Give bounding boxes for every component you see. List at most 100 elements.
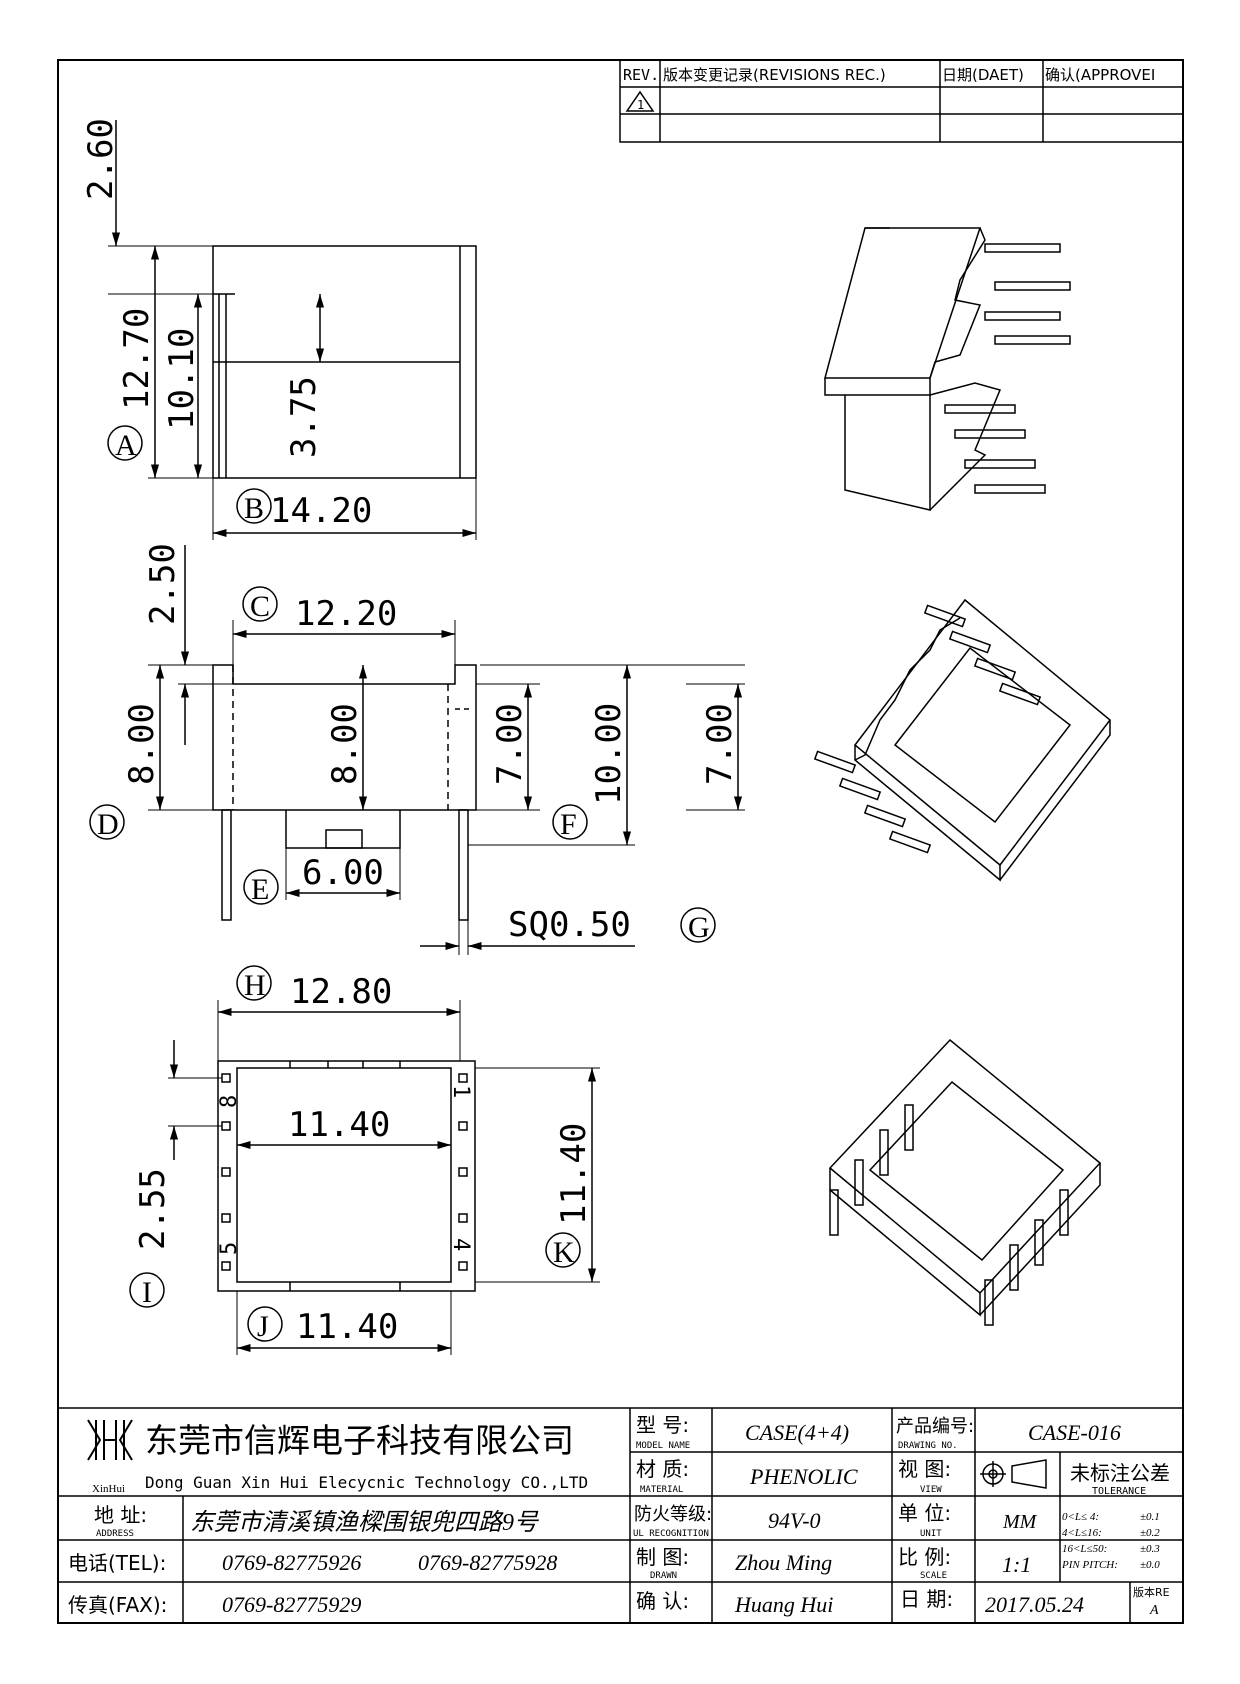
- label-k: K: [553, 1236, 575, 1269]
- dim-10-00: 10.00: [589, 703, 629, 805]
- isometric-view-bottom: [828, 1038, 1102, 1326]
- front-view: [108, 120, 477, 540]
- scale-label-en: SCALE: [920, 1571, 947, 1581]
- dim-8-00-left: 8.00: [122, 703, 162, 785]
- label-j: J: [257, 1310, 269, 1343]
- drawn-label: 制 图:: [636, 1545, 689, 1569]
- pin-5-label: 5: [217, 1242, 242, 1255]
- tolerance-label-en: TOLERANCE: [1092, 1486, 1146, 1497]
- label-g: G: [688, 911, 710, 944]
- tolerance-label: 未标注公差: [1070, 1461, 1170, 1485]
- dim-11-40-inner: 11.40: [288, 1105, 390, 1145]
- unit-value: MM: [1002, 1511, 1038, 1533]
- label-b: B: [244, 492, 264, 525]
- label-e-icon: E: [243, 869, 279, 906]
- dim-12-70: 12.70: [117, 308, 157, 410]
- label-i: I: [142, 1276, 152, 1309]
- tol-value-3: ±0.0: [1140, 1559, 1160, 1571]
- revision-block: [619, 59, 1184, 143]
- material-label-en: MATERIAL: [640, 1485, 683, 1495]
- tol-range-1: 4<L≤16:: [1062, 1527, 1102, 1539]
- dim-11-40-right: 11.40: [554, 1123, 594, 1225]
- pin-1-label: 1: [448, 1085, 473, 1098]
- version-label: 版本RE: [1133, 1585, 1170, 1599]
- approve-header: 确认(APPROVEI: [1045, 66, 1155, 84]
- tel-1: 0769-82775926: [222, 1550, 361, 1575]
- dim-11-40-bottom: 11.40: [296, 1307, 398, 1347]
- company-name-cn: 东莞市信辉电子科技有限公司: [145, 1421, 574, 1460]
- label-a-icon: A: [107, 425, 143, 462]
- title-block: [58, 1407, 1183, 1623]
- drawn-label-en: DRAWN: [650, 1571, 677, 1581]
- company-name-en: Dong Guan Xin Hui Elecycnic Technology C…: [145, 1473, 588, 1492]
- label-h: H: [244, 969, 266, 1002]
- date-value: 2017.05.24: [985, 1592, 1084, 1617]
- dim-12-80: 12.80: [290, 972, 392, 1012]
- dim-2-60: 2.60: [81, 118, 121, 200]
- label-c-icon: C: [242, 586, 278, 623]
- isometric-view-middle: [813, 598, 1112, 882]
- view-label-en: VIEW: [920, 1485, 942, 1495]
- material-label: 材 质:: [636, 1457, 689, 1481]
- label-c: C: [250, 590, 270, 623]
- dim-sq0-50: SQ0.50: [508, 905, 631, 945]
- revision-record-header: 版本变更记录(REVISIONS REC.): [663, 66, 886, 84]
- check-value: Huang Hui: [734, 1592, 833, 1617]
- label-i-icon: I: [129, 1272, 165, 1309]
- tol-range-3: PIN PITCH:: [1061, 1559, 1118, 1571]
- label-b-icon: B: [236, 488, 272, 525]
- label-d-icon: D: [89, 804, 125, 841]
- version-value: A: [1149, 1603, 1159, 1618]
- rev-mark: 1: [637, 98, 644, 112]
- tel-2: 0769-82775928: [418, 1550, 557, 1575]
- dim-2-55: 2.55: [133, 1168, 173, 1250]
- tol-value-1: ±0.2: [1140, 1527, 1160, 1539]
- pin-8-label: 8: [217, 1095, 242, 1108]
- dim-10-10: 10.10: [162, 328, 202, 430]
- label-d: D: [97, 808, 119, 841]
- model-label-en: MODEL NAME: [636, 1441, 690, 1451]
- rev-triangle-icon: 1: [625, 90, 655, 112]
- tol-range-2: 16<L≤50:: [1062, 1543, 1107, 1555]
- drawing-no-value: CASE-016: [1028, 1420, 1121, 1445]
- dim-2-50: 2.50: [143, 543, 183, 625]
- view-label: 视 图:: [898, 1457, 951, 1481]
- label-j-icon: J: [247, 1306, 283, 1343]
- model-value: CASE(4+4): [745, 1420, 849, 1445]
- bottom-view: [168, 1000, 600, 1355]
- logo-text: XinHui: [92, 1483, 125, 1495]
- tel-label: 电话(TEL):: [68, 1551, 166, 1575]
- ul-value: 94V-0: [768, 1508, 821, 1533]
- drawing-no-label-en: DRAWING NO.: [898, 1441, 958, 1451]
- date-label: 日 期:: [900, 1587, 953, 1611]
- dim-12-20: 12.20: [295, 594, 397, 634]
- label-f: F: [560, 808, 577, 841]
- ul-label: 防火等级:: [634, 1504, 712, 1525]
- drawn-value: Zhou Ming: [735, 1550, 832, 1575]
- drawing-no-label: 产品编号:: [896, 1416, 974, 1437]
- tol-range-0: 0<L≤ 4:: [1062, 1511, 1099, 1523]
- dim-3-75: 3.75: [284, 376, 324, 458]
- address: 东莞市清溪镇渔樑围银兜四路9号: [190, 1509, 540, 1536]
- company-logo: [87, 1419, 133, 1461]
- pin-4-label: 4: [448, 1238, 473, 1251]
- projection-symbol-icon: [980, 1459, 1047, 1489]
- dim-8-00-center: 8.00: [325, 703, 365, 785]
- tol-value-2: ±0.3: [1140, 1543, 1160, 1555]
- dim-7-00-inner: 7.00: [490, 703, 530, 785]
- dim-7-00-outer: 7.00: [700, 703, 740, 785]
- check-label: 确 认:: [636, 1589, 689, 1613]
- address-label-en: ADDRESS: [96, 1529, 134, 1539]
- label-a: A: [115, 429, 137, 462]
- label-f-icon: F: [552, 804, 588, 841]
- scale-value: 1:1: [1002, 1552, 1031, 1577]
- tol-value-0: ±0.1: [1140, 1511, 1160, 1523]
- material-value: PHENOLIC: [749, 1464, 858, 1489]
- rev-header: REV.: [623, 66, 659, 84]
- scale-label: 比 例:: [898, 1545, 951, 1569]
- dim-14-20: 14.20: [270, 491, 372, 531]
- label-e: E: [251, 873, 269, 906]
- label-g-icon: G: [680, 907, 716, 944]
- label-h-icon: H: [236, 965, 272, 1002]
